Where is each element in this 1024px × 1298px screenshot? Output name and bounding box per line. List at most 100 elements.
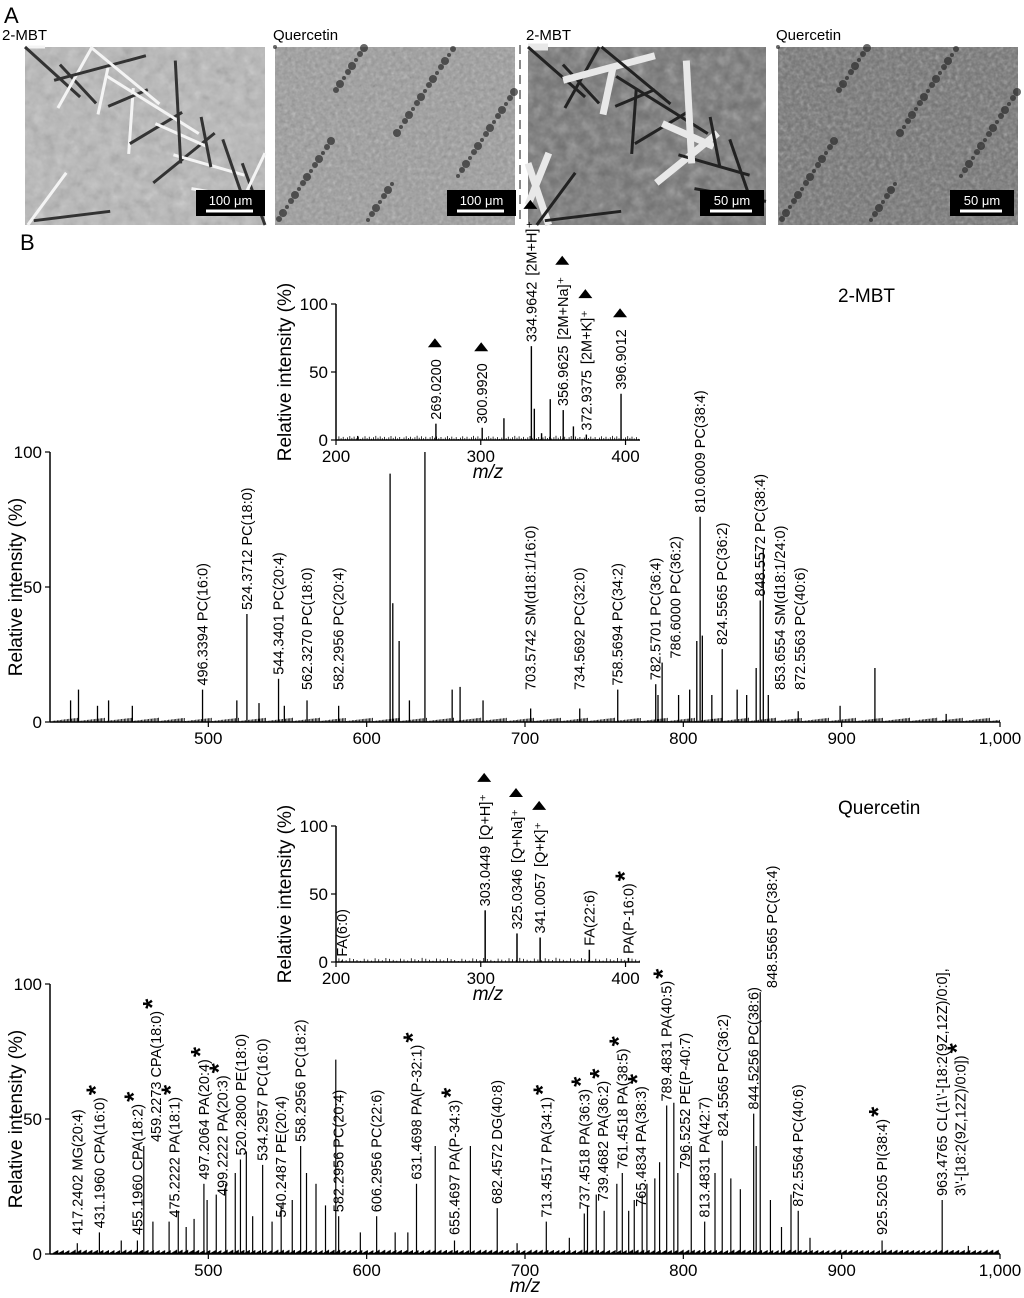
peak-annotation-24: 813.4831 PA(42:7) (698, 1097, 714, 1218)
dark-particle (381, 193, 387, 199)
dark-particle (1001, 106, 1009, 114)
peak-annotation-4: 562.3270 PC(18:0) (300, 567, 316, 690)
triangle-marker (555, 255, 570, 265)
dark-particle (360, 44, 368, 52)
scale-bar-label: 100 μm (460, 193, 504, 208)
dark-particle (411, 107, 415, 111)
peak-annotation-30: 963.4765 CL(1\'-[18:2(9Z,12Z)/0:0], (935, 968, 951, 1196)
x-tick-label: 700 (511, 729, 539, 748)
x-tick-label: 600 (352, 729, 380, 748)
dark-particle (495, 113, 501, 119)
dark-particle (803, 180, 809, 186)
dark-particle (926, 89, 930, 93)
y-axis-title: Relative intensity (%) (6, 498, 27, 676)
x-tick-label: 200 (322, 447, 350, 466)
y-axis-title: Relative intensity (%) (6, 1030, 27, 1208)
dark-particle (507, 95, 513, 101)
dark-particle (321, 151, 325, 155)
peak-annotation-22: 789.4831 PA(40:5) (660, 981, 676, 1102)
y-tick-label: 0 (33, 713, 42, 732)
dark-particle (474, 142, 482, 150)
photo-label-4: Quercetin (776, 27, 841, 44)
dark-particle (836, 87, 842, 93)
ion-label: [Q+K]⁺ (533, 822, 549, 867)
y-tick-label: 100 (300, 817, 328, 836)
dark-particle (902, 125, 906, 129)
star-marker: * (397, 1032, 427, 1043)
dark-particle (372, 204, 380, 212)
triangle-marker (427, 338, 442, 348)
dark-particle (438, 64, 444, 70)
x-axis-title: m/z (473, 462, 504, 483)
peak-annotation-1: 496.3394 PC(16:0) (196, 563, 212, 686)
triangle-marker (578, 289, 593, 299)
dark-particle (986, 131, 992, 137)
dark-particle (1010, 95, 1016, 101)
star-marker: * (863, 1106, 893, 1117)
dark-particle (938, 71, 942, 75)
dark-particle (1007, 102, 1011, 106)
y-tick-label: 100 (14, 443, 42, 462)
dark-particle (288, 198, 294, 204)
star-marker: * (565, 1076, 595, 1087)
dark-particle (800, 187, 804, 191)
y-tick-label: 0 (33, 1245, 42, 1264)
peak-annotation-15: 655.4697 PA(P-34:3) (447, 1100, 463, 1235)
peak-annotation-20: 761.4518 PA(38:5) (615, 1048, 631, 1169)
dark-particle (456, 174, 460, 178)
star-marker: * (203, 1062, 233, 1073)
peak-annotation-11: 558.2956 PC(18:2) (294, 1019, 310, 1142)
dark-particle (276, 216, 282, 222)
photo-label-3: 2-MBT (526, 27, 571, 44)
dark-particle (366, 218, 370, 222)
peak-annotation-7: 499.2222 PA(20:3) (215, 1075, 231, 1196)
dark-particle (300, 180, 306, 186)
star-marker: * (648, 968, 678, 979)
x-axis-title: m/z (473, 984, 504, 1005)
peak-annotation-4: 459.2273 CPA(18:0) (149, 1011, 165, 1142)
dark-particle (863, 44, 871, 52)
dark-particle (405, 111, 413, 119)
dark-particle (977, 142, 985, 150)
peak-annotation-9: 782.5701 PC(36:4) (649, 558, 665, 681)
crystal-needle (600, 45, 672, 106)
dark-particle (459, 167, 465, 173)
peak-annotation-1: 417.2402 MG(20:4) (70, 1109, 86, 1235)
x-tick-label: 800 (669, 729, 697, 748)
peak-annotation-5: 475.2222 PA(18:1) (167, 1097, 183, 1218)
crystal-needle (708, 116, 722, 168)
x-tick-label: 600 (352, 1261, 380, 1280)
star-marker: * (80, 1084, 110, 1095)
dark-particle (806, 173, 814, 181)
crystal-needle (96, 67, 110, 115)
peak-annotation-2: 300.9920 (475, 363, 491, 423)
y-axis-title: Relative intensity (%) (275, 805, 296, 983)
dark-particle (486, 124, 494, 132)
crystal-needle (561, 63, 601, 105)
y-tick-label: 50 (309, 885, 328, 904)
ion-label: [Q+H]⁺ (478, 794, 494, 840)
dark-particle (995, 120, 999, 124)
x-tick-label: 1,000 (979, 729, 1022, 748)
peak-annotation-12: 582.2956 PC(20:4) (332, 1090, 348, 1213)
peak-annotation-26: 844.5256 PC(38:6) (747, 987, 763, 1110)
star-marker: * (942, 1042, 972, 1053)
scale-bar-label: 50 μm (714, 193, 750, 208)
peak-annotation-6: 497.2064 PA(20:4) (197, 1059, 213, 1180)
dark-particle (324, 144, 330, 150)
dark-particle (441, 57, 449, 65)
peak-annotation-19: 739.4682 PA(36:2) (596, 1081, 612, 1202)
x-tick-label: 400 (611, 447, 639, 466)
dark-particle (357, 51, 363, 57)
peak-annotation-23: 796.5252 PE(P-40:7) (678, 1033, 694, 1169)
dark-particle (857, 58, 861, 62)
dark-particle (327, 137, 335, 145)
peak-annotation-5: FA(22:6) (582, 890, 598, 946)
dark-particle (342, 76, 346, 80)
y-tick-label: 50 (309, 363, 328, 382)
crystal-needle (599, 66, 617, 116)
dark-particle (303, 173, 311, 181)
dark-particle (893, 182, 897, 186)
